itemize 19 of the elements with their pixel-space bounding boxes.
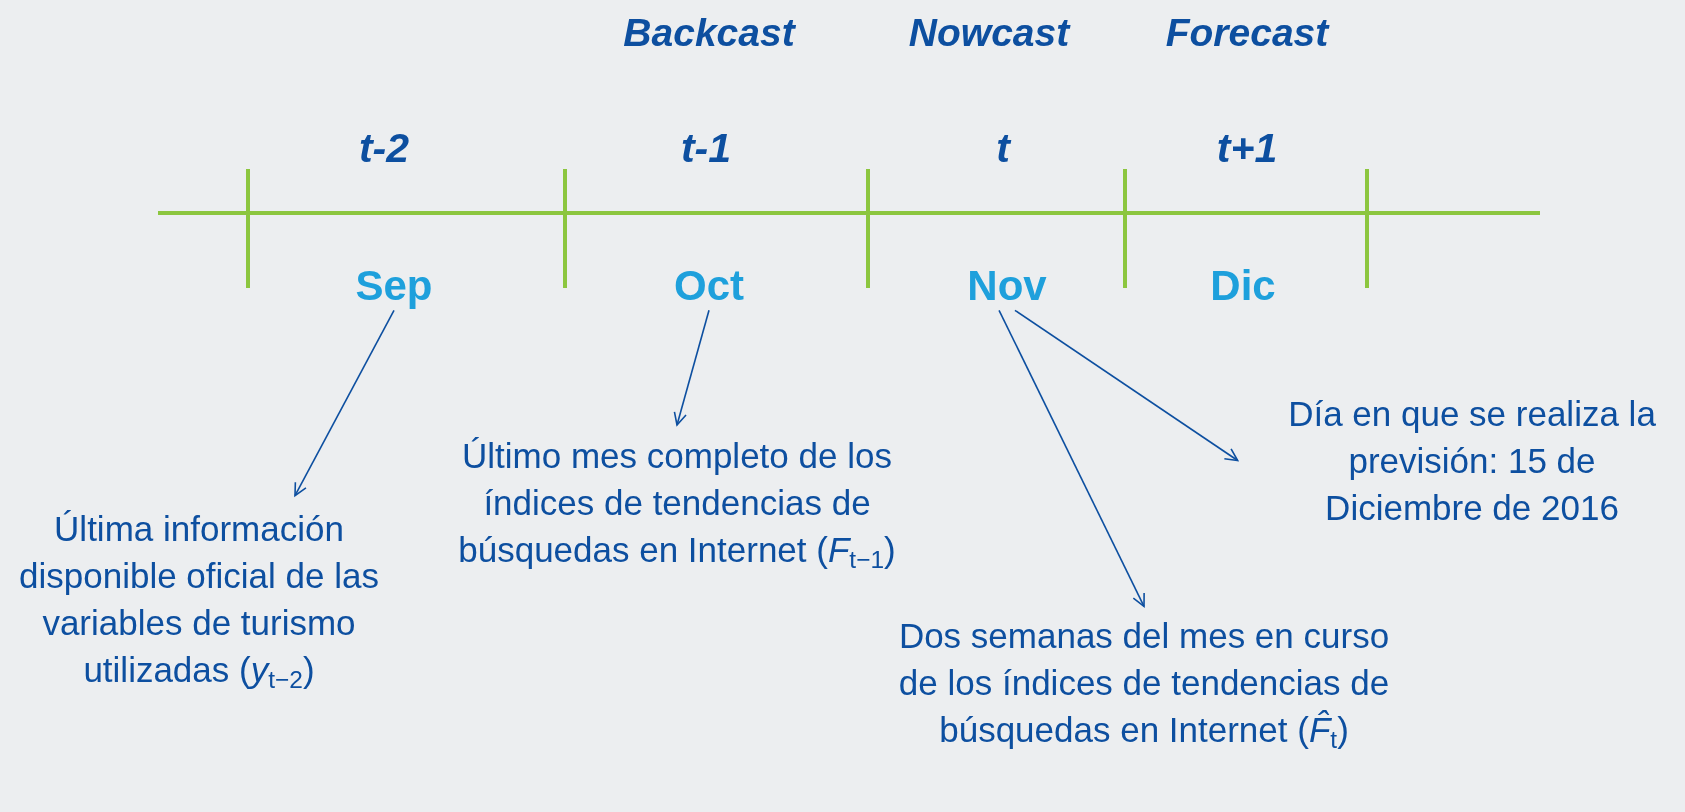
annotation-text: Última información disponible oficial de las variables de turismo utilizadas (y$_{t−2}$) <box>7 505 391 693</box>
month-label: Nov <box>967 262 1047 311</box>
phase-label: Backcast <box>623 12 795 55</box>
annotation-text: Dos semanas del mes en curso de los índices de tendencias de búsquedas en Internet (F̂$_{t}$) <box>884 612 1404 753</box>
phase-label: Nowcast <box>908 12 1070 55</box>
arrow <box>1014 309 1239 462</box>
month-label: Dic <box>1210 262 1276 311</box>
arrow <box>294 309 395 497</box>
annotation-text: Último mes completo de los índices de tendencias de búsquedas en Internet (F$_{t−1}$) <box>417 432 937 573</box>
period-label: t <box>996 126 1010 172</box>
period-label: t+1 <box>1216 126 1278 172</box>
phase-label: Forecast <box>1165 12 1329 55</box>
month-label: Sep <box>355 262 433 311</box>
annotation-text: Día en que se realiza la previsión: 15 de Diciembre de 2016 <box>1270 390 1674 531</box>
period-label: t-2 <box>358 126 410 172</box>
period-label: t-1 <box>680 126 732 172</box>
arrow <box>998 309 1145 608</box>
arrow <box>673 309 710 426</box>
month-label: Oct <box>674 262 744 311</box>
